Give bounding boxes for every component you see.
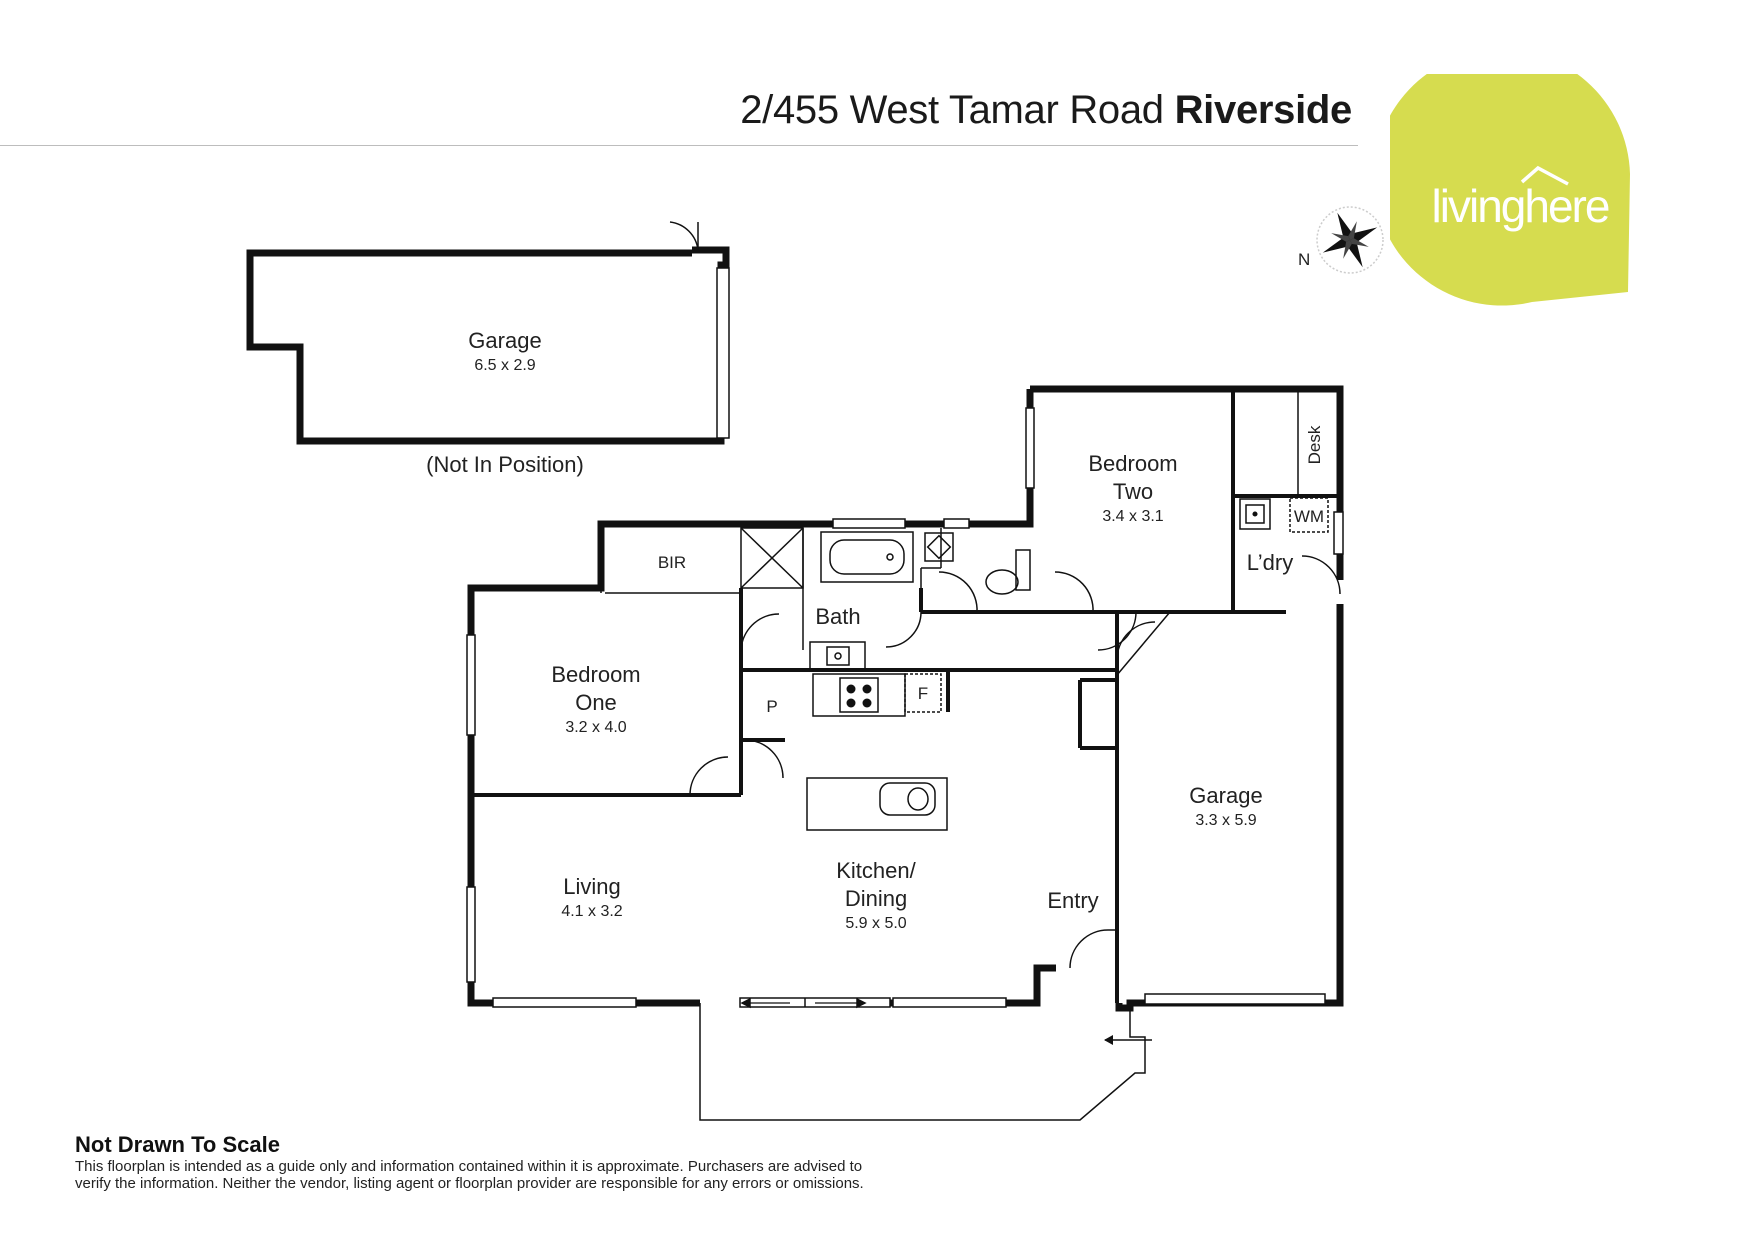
- living-size: 4.1 x 3.2: [561, 903, 622, 920]
- disclaimer-line-1: This floorplan is intended as a guide on…: [75, 1158, 863, 1175]
- property-address: 2/455 West Tamar Road Riverside: [740, 88, 1352, 133]
- disclaimer: Not Drawn To Scale This floorplan is int…: [75, 1132, 1005, 1192]
- logo-bubble: [1390, 74, 1630, 306]
- suburb-name: Riverside: [1174, 88, 1353, 132]
- room-labels: Garage 6.5 x 2.9 (Not In Position) Bedro…: [426, 328, 1293, 932]
- bedroom-two-size: 3.4 x 3.1: [1102, 508, 1163, 525]
- windows: [466, 407, 1344, 1008]
- deck-outline: [699, 1003, 1146, 1121]
- laundry-tub-icon: [1239, 498, 1271, 530]
- house-roof-icon: [1520, 165, 1569, 186]
- door-swings: [689, 555, 1341, 969]
- kitchen-dining-name-2: Dining: [845, 886, 907, 911]
- disclaimer-line-2: verify the information. Neither the vend…: [75, 1175, 864, 1192]
- bathroom-vanity-icon: [809, 641, 866, 671]
- bedroom-one-name-1: Bedroom: [551, 662, 640, 687]
- detached-garage-size: 6.5 x 2.9: [474, 357, 535, 374]
- bedroom-two-name-2: Two: [1113, 479, 1153, 504]
- kitchen-island-icon: [806, 777, 948, 831]
- garage-angled-wall: [1116, 611, 1171, 676]
- living-name: Living: [563, 874, 620, 899]
- fridge-label: F: [918, 684, 928, 703]
- corner-basin-icon: [924, 532, 954, 562]
- shower-icon: [740, 527, 804, 650]
- svg-text:livinghere: livinghere: [1432, 180, 1609, 232]
- cooktop-icon: [812, 673, 906, 717]
- washing-machine-label: WM: [1294, 507, 1324, 526]
- garage-name: Garage: [1189, 783, 1262, 808]
- detached-garage-note: (Not In Position): [426, 452, 584, 477]
- desk-label: Desk: [1305, 425, 1324, 464]
- detached-garage-name: Garage: [468, 328, 541, 353]
- compass-north-label: N: [1298, 250, 1310, 269]
- bir-label: BIR: [658, 553, 686, 572]
- sliding-door: [739, 997, 891, 1009]
- brand-logo: livinghere: [1390, 74, 1630, 306]
- bedroom-one-size: 3.2 x 4.0: [565, 719, 626, 736]
- entry-name: Entry: [1047, 888, 1098, 913]
- detached-garage: [246, 221, 730, 445]
- entry-arrow-icon: [1104, 1035, 1152, 1045]
- bedroom-one-name-2: One: [575, 690, 617, 715]
- kitchen-dining-name-1: Kitchen/: [836, 858, 916, 883]
- laundry-name: L’dry: [1247, 550, 1293, 575]
- bedroom-two-name-1: Bedroom: [1088, 451, 1177, 476]
- disclaimer-title: Not Drawn To Scale: [75, 1132, 280, 1157]
- pantry-label: P: [766, 697, 777, 716]
- bath-name: Bath: [815, 604, 860, 629]
- logo-text-here: here: [1524, 180, 1608, 232]
- compass-icon: N: [1298, 206, 1384, 274]
- street-address: 2/455 West Tamar Road: [740, 88, 1164, 132]
- garage-size: 3.3 x 5.9: [1195, 812, 1256, 829]
- kitchen-dining-size: 5.9 x 5.0: [845, 915, 906, 932]
- washing-machine-icon: [1289, 497, 1329, 533]
- header-divider: [0, 145, 1358, 146]
- logo-text-living: living: [1432, 180, 1525, 232]
- bathtub-icon: [820, 531, 914, 583]
